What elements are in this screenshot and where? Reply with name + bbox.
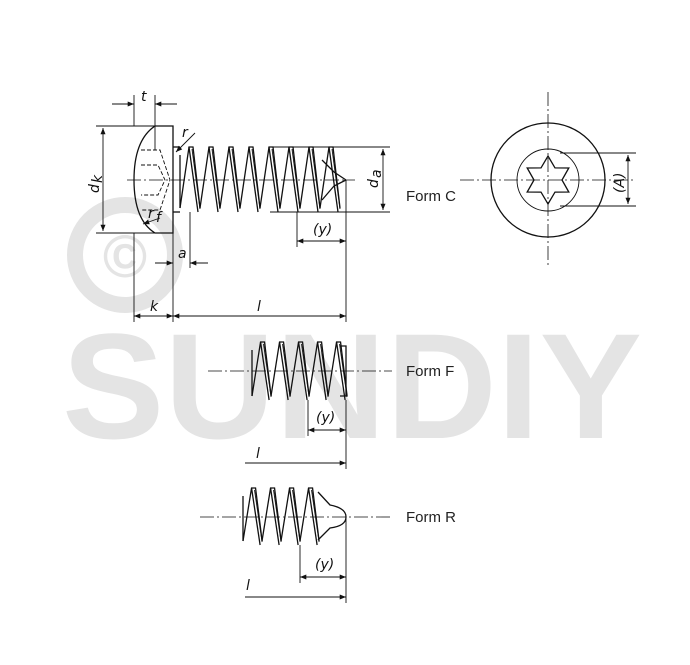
form-f-view: Form F (y) l: [208, 341, 454, 469]
thread-crest: [282, 343, 291, 398]
thread-crest: [188, 146, 199, 213]
dim-da: d: [366, 179, 382, 188]
thread-crest: [251, 148, 261, 210]
thread-crest: [299, 487, 320, 542]
thread-crest: [268, 146, 279, 213]
thread-crest: [219, 146, 241, 209]
copyright-ring: [67, 197, 183, 313]
rounded-end: [317, 491, 347, 541]
dim-a: a: [178, 246, 187, 262]
form-r-dim-y: (y): [315, 557, 334, 573]
form-f-dim-l: l: [256, 446, 260, 462]
recess-hidden-lines: [141, 149, 171, 211]
thread-crest: [242, 487, 263, 542]
dim-l: l: [257, 299, 261, 315]
dim-y: (y): [313, 222, 332, 238]
thread-crest: [231, 148, 241, 210]
thread-form-r: [242, 487, 347, 546]
dim-r: r: [182, 125, 189, 141]
thread-crest: [273, 489, 282, 543]
thread-crest: [191, 148, 201, 210]
dim-k: k: [150, 299, 159, 315]
thread-crest: [327, 341, 348, 397]
thread-crest: [320, 343, 329, 398]
dim-A: (A): [612, 172, 628, 193]
thread-crest: [311, 148, 321, 210]
thread-crest: [269, 487, 280, 546]
thread-crest: [271, 148, 281, 210]
thread-crest: [211, 148, 221, 210]
thread-crest: [280, 487, 301, 542]
thread-crest: [248, 146, 259, 213]
hexalobular-recess: [526, 154, 570, 206]
dim-dk: d: [87, 184, 103, 193]
form-c-label: Form C: [406, 188, 456, 205]
thread-crest: [307, 487, 318, 546]
thread-crest: [261, 487, 282, 542]
thread-crest: [179, 146, 201, 209]
thread-crest: [291, 148, 301, 210]
dim-rf-sub: f: [156, 210, 163, 226]
thread-crest: [328, 146, 339, 213]
thread-crest: [228, 146, 239, 213]
form-r-label: Form R: [406, 509, 456, 526]
thread-crest: [208, 146, 219, 213]
thread-crest: [254, 489, 263, 543]
copyright-symbol: ©: [103, 223, 147, 290]
thread-crest: [308, 146, 319, 213]
end-view: (A): [460, 92, 636, 268]
thread-crest: [289, 341, 310, 397]
form-f-dim-y: (y): [316, 410, 335, 426]
form-r-dim-l: l: [246, 578, 250, 594]
thread-crest: [251, 341, 272, 397]
thread-crest: [263, 343, 272, 398]
thread-form-c: [179, 146, 348, 213]
form-f-label: Form F: [406, 363, 454, 380]
thread-crest: [301, 343, 310, 398]
thread-crest: [308, 341, 329, 397]
dim-da-sub: a: [369, 169, 385, 178]
dim-t: t: [141, 89, 147, 105]
thread-crest: [288, 487, 299, 546]
thread-crest: [331, 148, 341, 210]
form-r-view: Form R (y) l: [200, 487, 456, 603]
dim-rf: r: [148, 206, 155, 222]
thread-crest: [199, 146, 221, 209]
thread-crest: [288, 146, 299, 213]
watermark-text: SUNDIY: [62, 302, 642, 470]
dim-dk-sub: k: [90, 174, 106, 183]
thread-crest: [311, 489, 320, 543]
thread-crest: [250, 487, 261, 546]
thread-crest: [239, 146, 261, 209]
thread-crest: [292, 489, 301, 543]
form-c-side-view: t d k r r f d a Form C a (y: [87, 89, 456, 322]
head-circle: [490, 122, 606, 238]
thread-crest: [270, 341, 291, 397]
watermark: © SUNDIY: [62, 197, 642, 470]
